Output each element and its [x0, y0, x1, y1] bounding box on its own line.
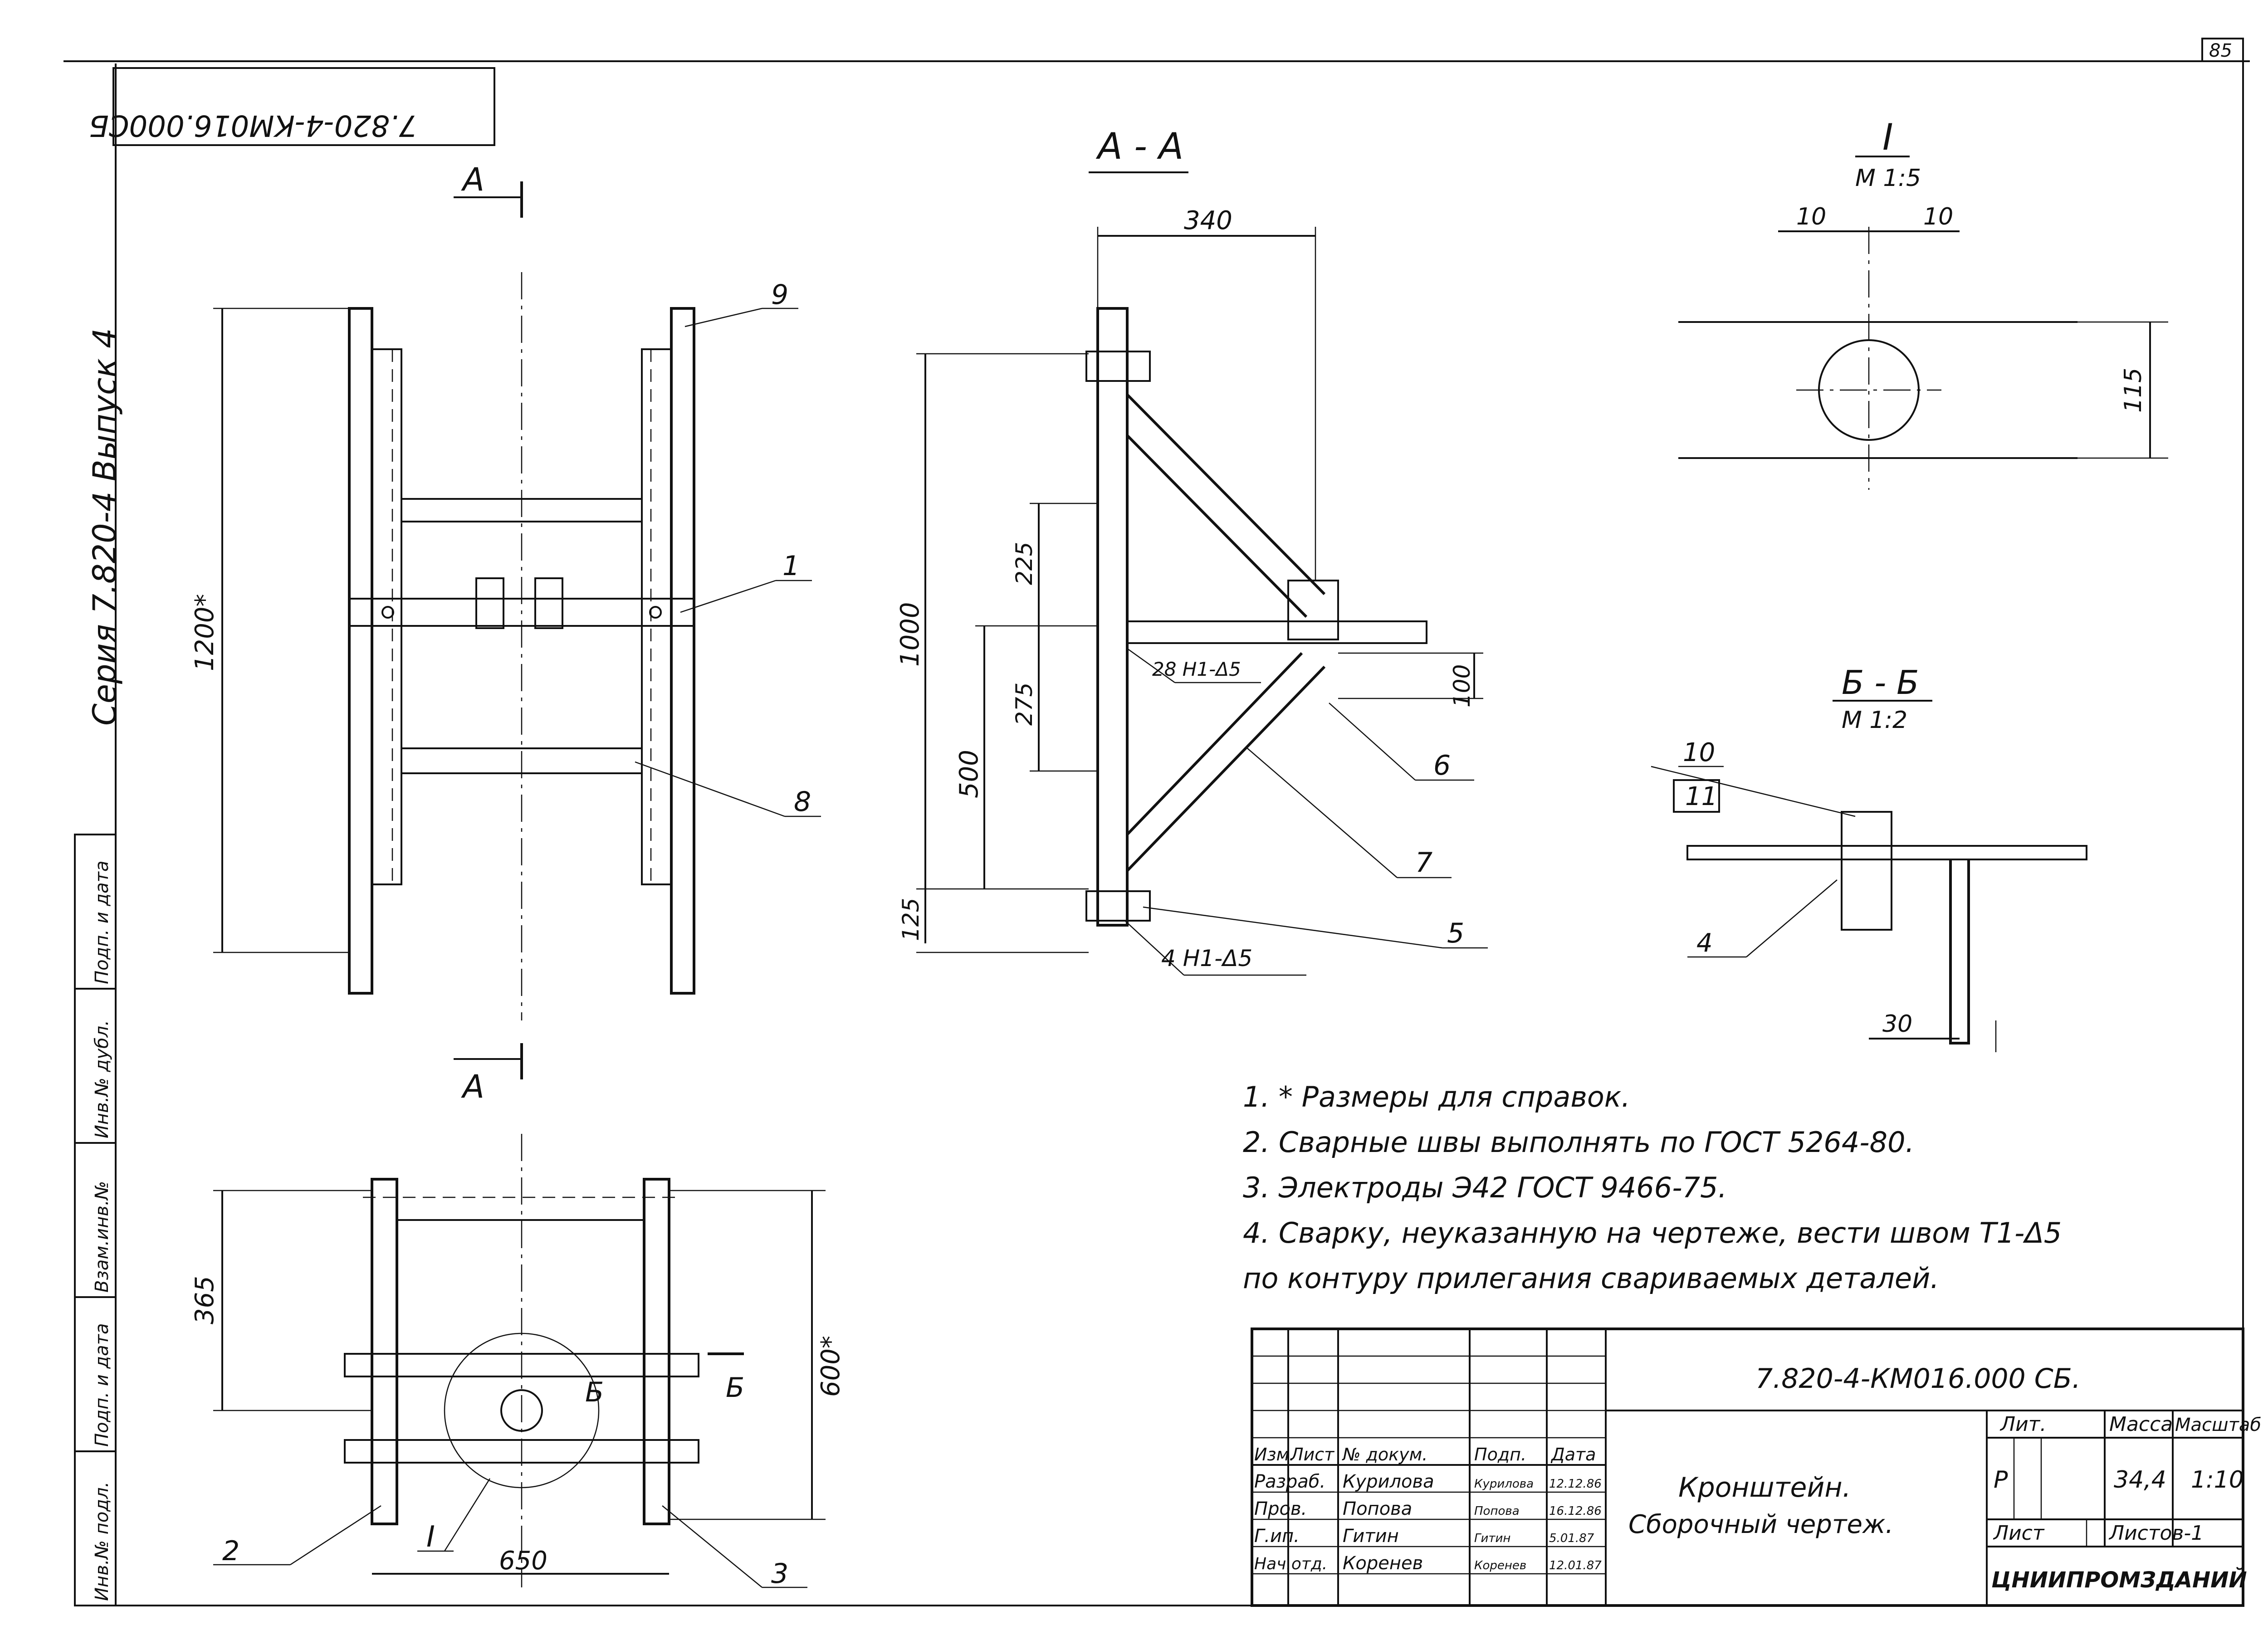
- tb-row1-sign: Курилова: [1474, 1477, 1534, 1491]
- detail-i-scale: М 1:5: [1855, 165, 1921, 192]
- tb-row1-name: Курилова: [1343, 1471, 1434, 1492]
- rotated-code-text: 7.820-4-КМ016.000СБ: [89, 108, 417, 142]
- strip-cell-4: Подп. и дата: [92, 1323, 112, 1447]
- note-1: 1. * Размеры для справок.: [1243, 1080, 1630, 1113]
- tb-row4-date: 12.01.87: [1549, 1559, 1602, 1572]
- tb-row3-role: Г.ип.: [1254, 1526, 1300, 1547]
- tb-row2-role: Пров.: [1254, 1498, 1307, 1519]
- weld-mark-1: 28 Н1-Δ5: [1152, 658, 1241, 680]
- tb-header-sign: Подп.: [1474, 1445, 1526, 1464]
- tb-header-doc: № докум.: [1342, 1445, 1427, 1464]
- dim-225: 225: [1011, 542, 1037, 585]
- tb-lit-header: Лит.: [1999, 1413, 2046, 1436]
- title-block: 7.820-4-КМ016.000 СБ. Изм. Лист № докум.…: [1251, 1328, 2261, 1607]
- tb-scale-value: 1:10: [2191, 1466, 2244, 1493]
- leader-11: 11: [1685, 782, 1717, 811]
- title-doc-code: 7.820-4-КМ016.000 СБ.: [1755, 1363, 2081, 1395]
- dim-1000: 1000: [895, 602, 925, 667]
- dim-365: 365: [190, 1276, 220, 1324]
- section-a-mark-top: А: [461, 161, 484, 198]
- strip-cell-2: Инв.№ дубл.: [92, 1020, 112, 1138]
- tb-sheet-label: Лист: [1993, 1522, 2045, 1545]
- dim-275: 275: [1011, 683, 1037, 726]
- notes: 1. * Размеры для справок. 2. Сварные швы…: [1243, 1080, 2062, 1295]
- note-2: 2. Сварные швы выполнять по ГОСТ 5264-80…: [1243, 1126, 1914, 1159]
- section-bb-scale: М 1:2: [1842, 707, 1907, 734]
- tb-row3-name: Гитин: [1343, 1526, 1399, 1547]
- leader-9: 9: [771, 279, 788, 311]
- tb-row3-date: 5.01.87: [1549, 1532, 1594, 1545]
- dim-600: 600*: [816, 1336, 846, 1397]
- dim-1200: 1200*: [190, 594, 220, 671]
- weld-mark-2: 4 Н1-Δ5: [1161, 945, 1252, 971]
- tb-row4-role: Нач.отд.: [1254, 1555, 1327, 1573]
- section-a-mark-bottom: А: [461, 1068, 484, 1105]
- leader-3: 3: [771, 1558, 788, 1590]
- dim-500: 500: [954, 750, 984, 798]
- left-strip-table: Подп. и дата Инв.№ дубл. Взам.инв.№ Подп…: [74, 834, 117, 1606]
- tb-header-date: Дата: [1550, 1445, 1596, 1464]
- tb-row4-name: Коренев: [1343, 1553, 1423, 1574]
- tb-sheets-label: Листов-1: [2108, 1522, 2204, 1545]
- detail-i-title: I: [1882, 116, 1893, 158]
- tb-row2-name: Попова: [1343, 1498, 1412, 1519]
- leader-10: 10: [1683, 738, 1715, 767]
- tb-mass-header: Масса: [2109, 1413, 2173, 1436]
- detail-i-mark: I: [426, 1520, 435, 1554]
- tb-org: ЦНИИПРОМЗДАНИЙ: [1991, 1567, 2247, 1593]
- tb-header-list: Лист: [1290, 1445, 1335, 1464]
- dim-115: 115: [2120, 368, 2147, 413]
- tb-row2-date: 16.12.86: [1549, 1504, 1602, 1518]
- leader-5: 5: [1447, 918, 1464, 949]
- dim-100: 100: [1449, 664, 1475, 708]
- view-top: А А 1200* 9 1 8: [190, 161, 821, 1105]
- dim-10-left: 10: [1796, 203, 1826, 230]
- tb-row4-sign: Коренев: [1474, 1559, 1526, 1572]
- section-bb-title: Б - Б: [1842, 664, 1919, 702]
- tb-name-line1: Кронштейн.: [1678, 1472, 1851, 1503]
- strip-cell-3: Взам.инв.№: [92, 1181, 112, 1293]
- tb-name-line2: Сборочный чертеж.: [1628, 1510, 1893, 1539]
- note-4: 4. Сварку, неуказанную на чертеже, вести…: [1243, 1216, 2062, 1249]
- tb-lit-value: Р: [1994, 1466, 2008, 1493]
- section-b-mark-left: Б: [585, 1376, 604, 1408]
- tb-mass-value: 34,4: [2114, 1466, 2166, 1493]
- note-3: 3. Электроды Э42 ГОСТ 9466-75.: [1243, 1171, 1727, 1204]
- section-aa-title: А - А: [1095, 125, 1183, 167]
- leader-4: 4: [1696, 928, 1713, 958]
- rotated-code-stamp: 7.820-4-КМ016.000СБ: [89, 67, 495, 146]
- leader-6: 6: [1433, 750, 1451, 781]
- tb-header-izm: Изм.: [1254, 1445, 1295, 1464]
- section-aa: А - А 340 1000 225 275 500 125: [895, 125, 1488, 976]
- leader-8: 8: [794, 786, 811, 818]
- note-5: по контуру прилегания свариваемых детале…: [1243, 1262, 1939, 1295]
- tb-row1-role: Разраб.: [1254, 1471, 1325, 1492]
- detail-i: I М 1:5 10 10 115: [1678, 116, 2168, 490]
- dim-10-right: 10: [1923, 203, 1953, 230]
- view-bottom: 365 600* 650 Б Б I 2 3: [190, 1134, 846, 1590]
- tb-row2-sign: Попова: [1474, 1504, 1520, 1518]
- tb-row3-sign: Гитин: [1474, 1532, 1510, 1545]
- page-number: 85: [2209, 40, 2232, 61]
- leader-7: 7: [1415, 847, 1432, 879]
- dim-30: 30: [1882, 1010, 1912, 1038]
- section-b-mark-right: Б: [726, 1372, 744, 1404]
- dim-650: 650: [499, 1546, 547, 1576]
- section-bb: Б - Б М 1:2 30 10 11 4: [1651, 664, 2087, 1052]
- leader-2: 2: [222, 1535, 240, 1567]
- strip-cell-5: Инв.№ подл.: [92, 1482, 112, 1601]
- tb-row1-date: 12.12.86: [1549, 1477, 1602, 1491]
- dim-125: 125: [898, 898, 924, 941]
- series-label: Серия 7.820-4 Выпуск 4: [86, 328, 123, 726]
- tb-scale-header: Масштаб: [2175, 1415, 2261, 1435]
- dim-340: 340: [1184, 206, 1232, 235]
- leader-1: 1: [782, 550, 800, 582]
- strip-cell-1: Подп. и дата: [92, 861, 112, 984]
